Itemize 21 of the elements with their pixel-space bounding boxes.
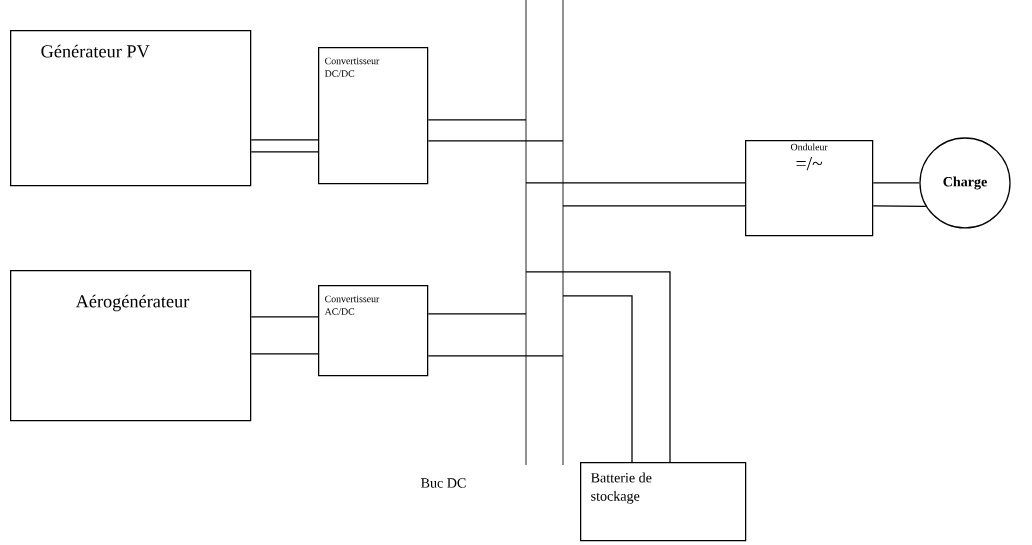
converter-box: Convertisseur AC/DC xyxy=(318,285,429,377)
wire xyxy=(250,151,319,153)
wire xyxy=(562,205,746,207)
inverter-box: Onduleur =/~ xyxy=(745,140,874,237)
wire xyxy=(872,205,927,208)
bus-label: Buc DC xyxy=(421,478,466,488)
wire xyxy=(525,182,746,184)
wire xyxy=(250,353,319,355)
battery-box: Batterie de stockage xyxy=(580,462,747,542)
wire xyxy=(427,140,564,142)
converter-box: Convertisseur DC/DC xyxy=(318,47,429,185)
wire xyxy=(250,139,319,141)
source-box: Aérogénérateur xyxy=(10,270,252,422)
source-box: Générateur PV xyxy=(10,30,252,187)
wire xyxy=(427,355,564,357)
wire xyxy=(872,182,920,184)
wire xyxy=(427,313,527,315)
wire xyxy=(525,271,671,463)
wire xyxy=(427,119,527,121)
wire xyxy=(562,295,633,463)
wire xyxy=(250,316,319,318)
